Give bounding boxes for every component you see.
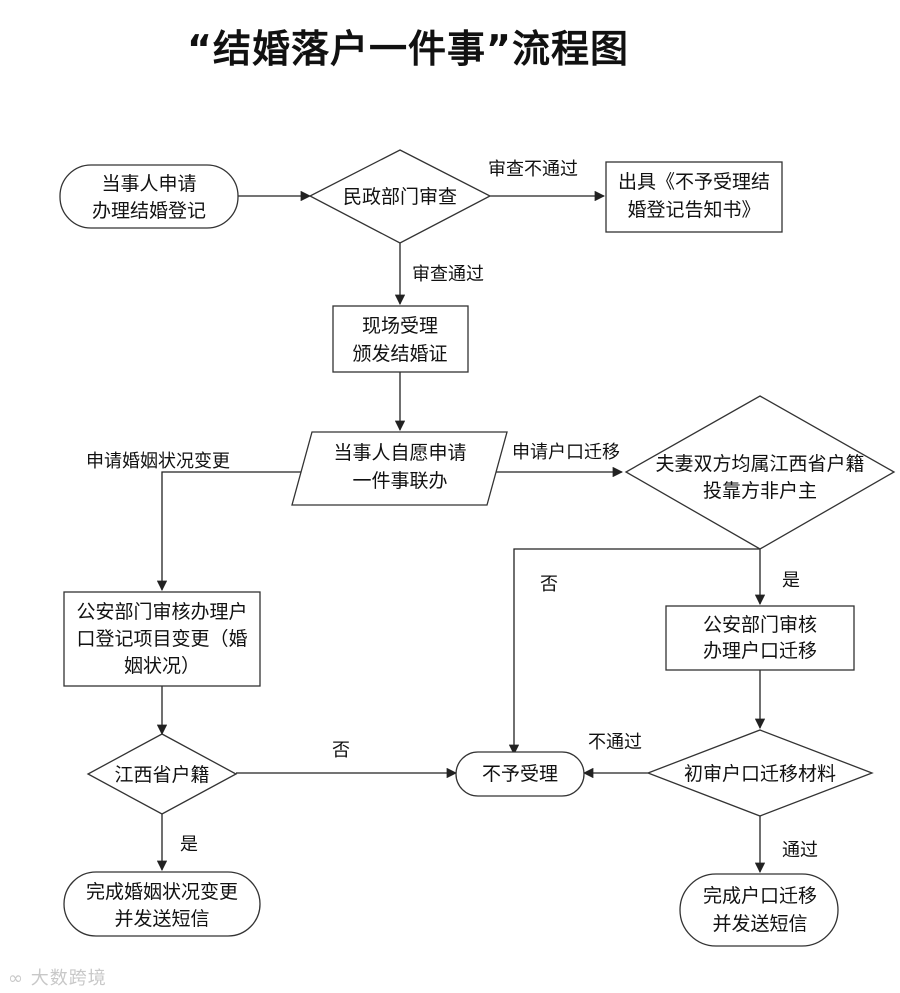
node-apply-line-2: 办理结婚登记 <box>92 200 206 222</box>
label-couple-yes: 是 <box>782 570 800 591</box>
node-reject-text: 不予受理 <box>482 763 558 785</box>
label-initial-fail: 不通过 <box>588 732 642 753</box>
node-voluntary-line-1: 当事人自愿申请 <box>333 442 466 464</box>
label-review-pass: 审查通过 <box>412 264 484 285</box>
node-couple-check-line-1: 夫妻双方均属江西省户籍 <box>655 453 864 475</box>
label-initial-pass: 通过 <box>782 840 818 861</box>
node-police-migration-line-1: 公安部门审核 <box>703 614 817 636</box>
node-police-marital: 公安部门审核办理户 口登记项目变更（婚 姻状况） <box>63 591 261 687</box>
node-initial-review: 初审户口迁移材料 <box>646 729 874 817</box>
node-done-migration-line-2: 并发送短信 <box>712 913 807 935</box>
node-civil-review: 民政部门审查 <box>308 149 492 244</box>
node-done-marital-line-1: 完成婚姻状况变更 <box>86 881 238 903</box>
node-couple-check-line-2: 投靠方非户主 <box>703 480 817 502</box>
node-reject: 不予受理 <box>455 751 585 797</box>
label-jiangxi-yes: 是 <box>180 834 198 855</box>
watermark-text: 大数跨境 <box>30 968 107 989</box>
watermark: ∞ 大数跨境 <box>8 964 107 990</box>
label-jiangxi-no: 否 <box>332 740 350 761</box>
node-apply: 当事人申请 办理结婚登记 <box>59 164 239 229</box>
label-couple-no: 否 <box>540 574 558 595</box>
watermark-logo-icon: ∞ <box>8 968 24 989</box>
node-done-migration: 完成户口迁移 并发送短信 <box>679 873 839 947</box>
node-couple-check: 夫妻双方均属江西省户籍 投靠方非户主 <box>624 395 896 550</box>
edge-couple-to-reject <box>508 548 760 756</box>
connectors <box>156 190 766 874</box>
node-onsite: 现场受理 颁发结婚证 <box>332 305 469 373</box>
edge-labels: 审查不通过 审查通过 申请婚姻状况变更 申请户口迁移 否 是 否 是 不通过 通… <box>86 159 818 861</box>
node-done-marital-line-2: 并发送短信 <box>114 908 209 930</box>
node-police-migration: 公安部门审核 办理户口迁移 <box>665 605 855 671</box>
node-jiangxi-check: 江西省户籍 <box>86 733 238 815</box>
node-police-marital-line-2: 口登记项目变更（婚 <box>76 628 247 650</box>
node-voluntary-line-2: 一件事联办 <box>352 470 447 492</box>
node-apply-line-1: 当事人申请 <box>101 173 196 195</box>
node-done-marital: 完成婚姻状况变更 并发送短信 <box>63 871 261 937</box>
node-police-marital-line-1: 公安部门审核办理户 <box>76 601 247 623</box>
label-apply-migration: 申请户口迁移 <box>512 442 620 463</box>
node-done-migration-line-1: 完成户口迁移 <box>703 885 817 907</box>
label-review-fail: 审查不通过 <box>488 159 578 180</box>
node-jiangxi-check-text: 江西省户籍 <box>114 764 209 786</box>
node-onsite-line-2: 颁发结婚证 <box>352 343 447 365</box>
node-voluntary: 当事人自愿申请 一件事联办 <box>291 431 508 506</box>
node-police-migration-line-2: 办理户口迁移 <box>703 640 817 662</box>
node-onsite-line-1: 现场受理 <box>362 315 438 337</box>
label-apply-marital-change: 申请婚姻状况变更 <box>86 451 230 472</box>
node-initial-review-text: 初审户口迁移材料 <box>684 763 836 785</box>
edge-voluntary-to-police-marital <box>156 471 304 592</box>
node-notice-line-2: 婚登记告知书》 <box>627 199 760 221</box>
node-civil-review-text: 民政部门审查 <box>343 186 457 208</box>
node-notice: 出具《不予受理结 婚登记告知书》 <box>605 161 783 233</box>
flowchart-title: “结婚落户一件事”流程图 <box>187 27 629 71</box>
node-police-marital-line-3: 姻状况） <box>124 655 200 677</box>
node-notice-line-1: 出具《不予受理结 <box>618 171 770 193</box>
